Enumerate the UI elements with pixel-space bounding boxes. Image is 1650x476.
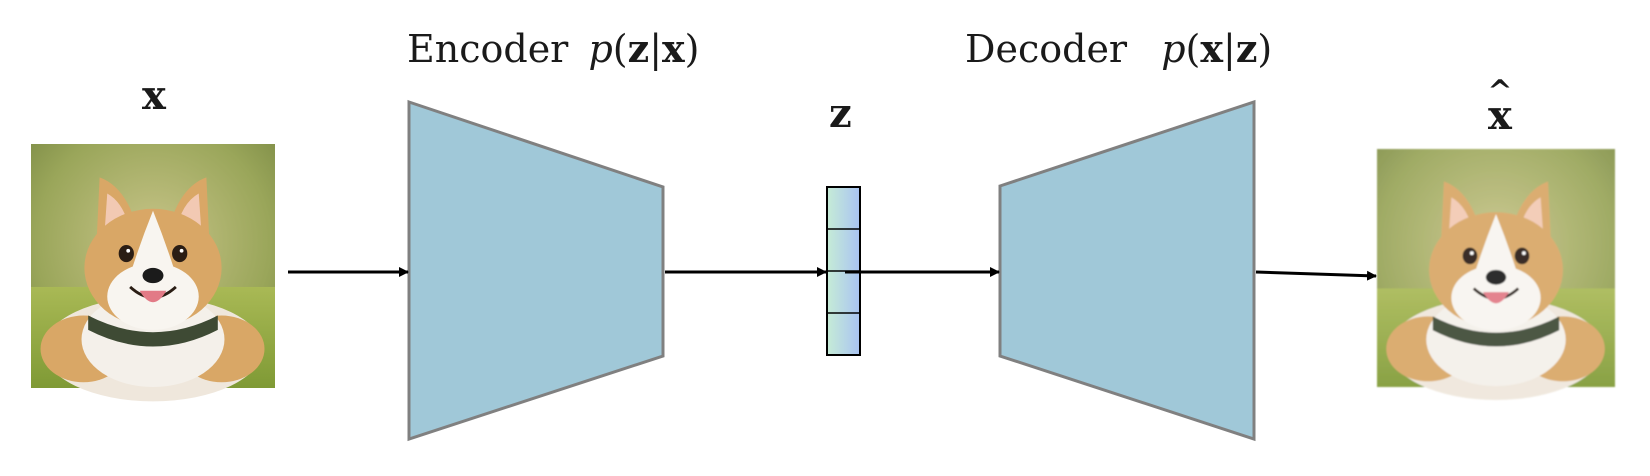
arrow-decoder-to-output	[1255, 270, 1377, 281]
corgi-image-icon	[29, 142, 277, 403]
decoder-formula-x: x	[1200, 26, 1223, 71]
decoder-formula-open: (	[1185, 27, 1201, 71]
latent-label: z	[829, 90, 852, 137]
encoder-block	[407, 99, 665, 442]
decoder-formula-z: z	[1235, 26, 1258, 71]
decoder-formula-p: p	[1161, 27, 1186, 71]
decoder-formula-close: )	[1257, 27, 1273, 71]
input-label: x	[142, 72, 166, 119]
decoder-name: Decoder	[965, 27, 1128, 71]
encoder-formula-z: z	[627, 26, 650, 71]
output-image	[1375, 147, 1617, 402]
encoder-formula-p: p	[588, 27, 613, 71]
encoder-title: Encoder p(z|x)	[407, 26, 700, 71]
corgi-image-icon	[1375, 147, 1617, 402]
decoder-block	[998, 99, 1256, 442]
encoder-formula-open: (	[612, 27, 628, 71]
encoder-formula-x: x	[662, 26, 685, 71]
output-label-hat: x	[1488, 92, 1512, 139]
decoder-formula-bar: |	[1223, 27, 1236, 71]
encoder-formula-bar: |	[649, 27, 663, 71]
input-image	[29, 142, 277, 403]
decoder-title: Decoder p(x|z)	[965, 26, 1272, 71]
output-label: x	[1488, 92, 1512, 139]
encoder-formula-close: )	[684, 27, 700, 71]
encoder-name: Encoder	[407, 27, 569, 71]
